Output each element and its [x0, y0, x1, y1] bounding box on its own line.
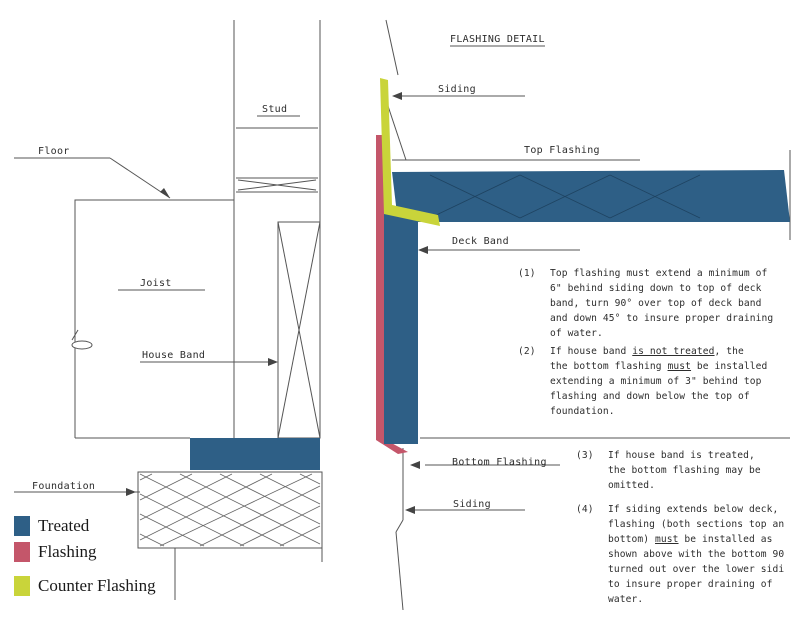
note-number: (3) — [576, 450, 594, 461]
foundation-hatch — [139, 473, 321, 547]
legend-label: Counter Flashing — [38, 576, 156, 595]
counter-flashing — [380, 78, 440, 226]
label-foundation: Foundation — [32, 481, 96, 492]
note-number: (2) — [518, 346, 536, 357]
note-number: (4) — [576, 504, 594, 515]
legend-item-treated: Treated — [14, 516, 89, 536]
note-text: If house band is treated, the bottom fla… — [608, 450, 761, 491]
label-siding-bottom: Siding — [453, 499, 491, 510]
legend-item-flashing: Flashing — [14, 542, 97, 562]
note-number: (1) — [518, 268, 536, 279]
note-text: If siding extends below deck, flashing (… — [608, 504, 785, 605]
legend-label: Treated — [38, 516, 90, 535]
label-deck-band: Deck Band — [452, 236, 509, 247]
legend-label: Flashing — [38, 542, 97, 561]
legend-item-counter-flashing: Counter Flashing — [14, 576, 156, 596]
label-house-band: House Band — [142, 350, 206, 361]
deck-band-treated — [384, 208, 418, 444]
note-text: If house band is not treated, the the bo… — [550, 346, 768, 417]
label-stud: Stud — [262, 104, 288, 115]
drawing-title: FLASHING DETAIL — [450, 34, 545, 45]
label-bottom-flashing: Bottom Flashing — [452, 457, 547, 468]
house-band-treated — [190, 438, 320, 470]
note-text: Top flashing must extend a minimum of 6"… — [550, 268, 774, 339]
legend-swatch-flashing — [14, 542, 30, 562]
legend-swatch-counter-flashing — [14, 576, 30, 596]
label-top-flashing: Top Flashing — [524, 145, 600, 156]
label-floor: Floor — [38, 146, 70, 157]
legend-swatch-treated — [14, 516, 30, 536]
label-siding-top: Siding — [438, 84, 476, 95]
note-3: (3) If house band is treated, the bottom… — [576, 448, 800, 496]
note-1: (1) Top flashing must extend a minimum o… — [518, 266, 800, 342]
deck-board-treated — [392, 170, 790, 222]
label-joist: Joist — [140, 278, 172, 289]
note-2: (2) If house band is not treated, the th… — [518, 344, 800, 420]
note-4: (4) If siding extends below deck, flashi… — [576, 502, 800, 612]
